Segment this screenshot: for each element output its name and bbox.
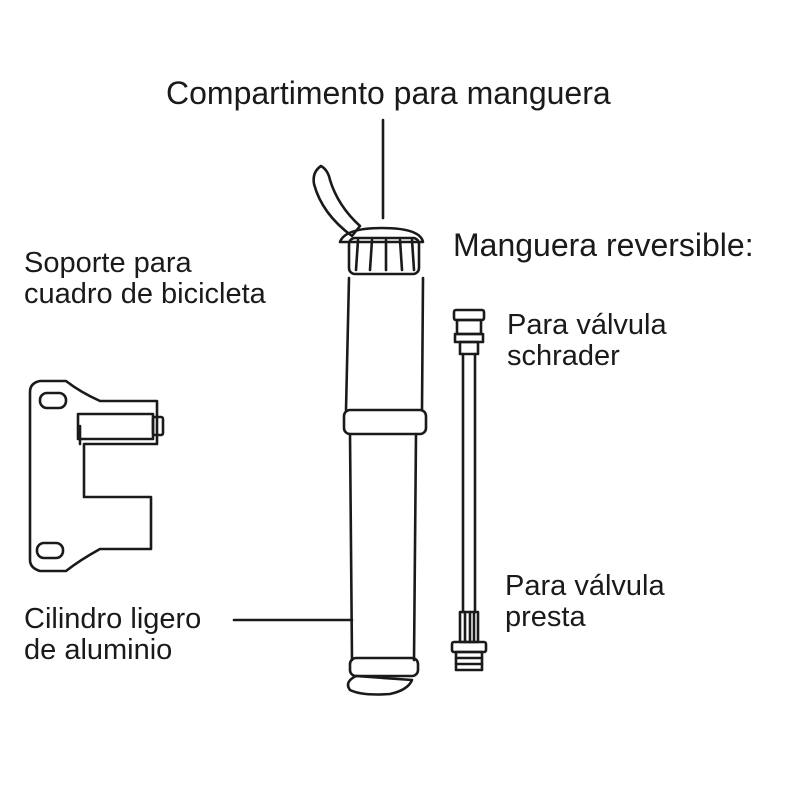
label-presta-line2: presta: [505, 601, 586, 633]
label-frame-mount-line1: Soporte para: [24, 247, 192, 279]
label-aluminum-cylinder: Cilindro ligero de aluminio: [24, 604, 201, 666]
hand-pump-icon: [312, 164, 428, 696]
label-schrader-line2: schrader: [507, 340, 620, 372]
label-frame-mount-line2: cuadro de bicicleta: [24, 278, 266, 310]
label-presta-line1: Para válvula: [505, 570, 665, 602]
label-cylinder-line2: de aluminio: [24, 634, 173, 666]
reversible-hose-icon: [450, 308, 488, 672]
label-schrader-line1: Para válvula: [507, 309, 667, 341]
bike-frame-mount-icon: [28, 379, 165, 573]
label-frame-mount: Soporte para cuadro de bicicleta: [24, 248, 266, 310]
label-schrader-valve: Para válvula schrader: [507, 310, 667, 372]
label-cylinder-line1: Cilindro ligero: [24, 603, 202, 635]
label-hose-compartment: Compartimento para manguera: [166, 75, 611, 111]
label-reversible-hose: Manguera reversible:: [453, 227, 754, 263]
label-presta-valve: Para válvula presta: [505, 571, 665, 633]
